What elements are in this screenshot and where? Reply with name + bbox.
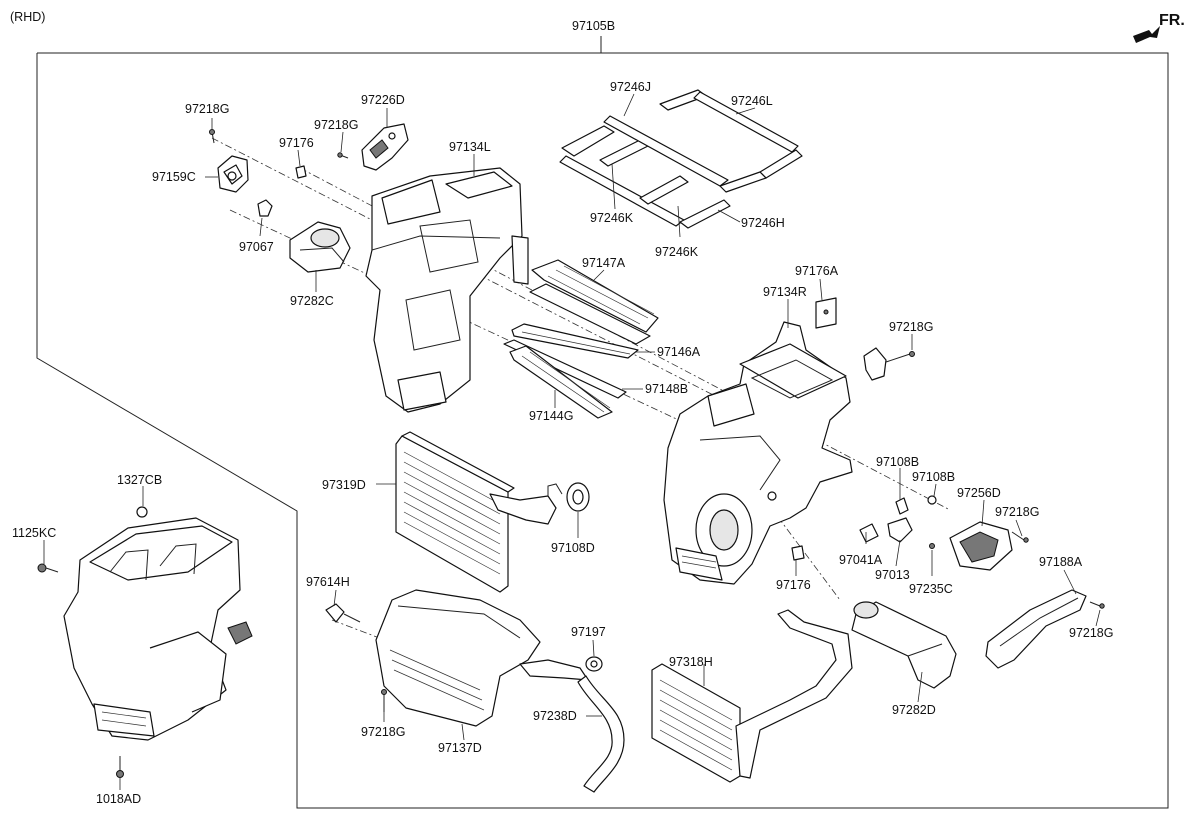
front-arrow-icon [1133, 26, 1160, 43]
assembly-frame [36, 52, 1169, 809]
label-97013: 97013 [875, 568, 910, 582]
label-97197: 97197 [571, 625, 606, 639]
label-97246k-a: 97246K [590, 211, 634, 225]
label-97256d: 97256D [957, 486, 1001, 500]
filter-frame-right [603, 89, 803, 193]
label-97134r: 97134R [763, 285, 807, 299]
tag-97176a [815, 297, 837, 329]
o-ring-97108d [566, 482, 590, 512]
label-97108b-a: 97108B [876, 455, 919, 469]
duct-97188a [985, 589, 1105, 669]
label-97238d: 97238D [533, 709, 577, 723]
label-97218g-b: 97218G [314, 118, 358, 132]
label-97282d: 97282D [892, 703, 936, 717]
label-97146a: 97146A [657, 345, 701, 359]
label-97148b: 97148B [645, 382, 688, 396]
label-97226d: 97226D [361, 93, 405, 107]
evaporator-97319d [395, 431, 563, 593]
variant-label: (RHD) [10, 10, 45, 24]
label-97176-a: 97176 [279, 136, 314, 150]
label-97134l: 97134L [449, 140, 491, 154]
label-97246k-b: 97246K [655, 245, 699, 259]
label-97218g-f: 97218G [361, 725, 405, 739]
actuator-97256d [949, 521, 1029, 571]
label-97246h: 97246H [741, 216, 785, 230]
door-97147a [529, 259, 659, 345]
blower-case-97137d [375, 589, 589, 727]
bolt-1018ad [116, 756, 124, 778]
motor-97282d [851, 601, 957, 689]
label-97159c: 97159C [152, 170, 196, 184]
door-97146a [511, 323, 639, 359]
label-97614h: 97614H [306, 575, 350, 589]
label-1018ad: 1018AD [96, 792, 141, 806]
linkage-97226d [361, 123, 409, 171]
label-97176-b: 97176 [776, 578, 811, 592]
label-97218g-a: 97218G [185, 102, 229, 116]
motor-97282c [289, 221, 351, 273]
bracket-97218g [863, 347, 915, 381]
lever-97041a [859, 517, 935, 549]
label-97067: 97067 [239, 240, 274, 254]
clip-97176 [295, 165, 307, 179]
clip-97176 [791, 545, 805, 561]
label-97319d: 97319D [322, 478, 366, 492]
label-97108d: 97108D [551, 541, 595, 555]
label-97246l: 97246L [731, 94, 773, 108]
leader-lines [43, 93, 1101, 790]
case-right-97134r [663, 321, 853, 585]
nut-97067 [257, 199, 273, 217]
label-97147a: 97147A [582, 256, 626, 270]
label-97144g: 97144G [529, 409, 573, 423]
bolt-1125kc [37, 563, 59, 573]
label-97108b-b: 97108B [912, 470, 955, 484]
label-97176a: 97176A [795, 264, 839, 278]
fitting-97108b [895, 495, 937, 515]
label-97041a: 97041A [839, 553, 883, 567]
label-97218g-d: 97218G [995, 505, 1039, 519]
label-97218g-e: 97218G [1069, 626, 1113, 640]
label-97282c: 97282C [290, 294, 334, 308]
screw-icon [209, 129, 215, 144]
grommet-97197 [585, 656, 603, 672]
label-97318h: 97318H [669, 655, 713, 669]
sensor-97614h [325, 603, 361, 623]
actuator-97159c [217, 155, 249, 193]
door-97144g [509, 345, 613, 419]
screw-icon [381, 689, 387, 712]
drain-hose-97238d [577, 675, 625, 793]
label-97246j: 97246J [610, 80, 651, 94]
front-marker-label: FR. [1159, 12, 1185, 29]
label-1327cb: 1327CB [117, 473, 162, 487]
assembly-number-label: 97105B [572, 19, 615, 33]
case-left-97134l [365, 167, 529, 413]
label-97137d: 97137D [438, 741, 482, 755]
label-97235c: 97235C [909, 582, 953, 596]
heater-core-97318h [651, 609, 853, 783]
nut-1327cb [136, 506, 148, 518]
hvac-assembly-small [63, 517, 253, 741]
screw-icon [337, 152, 349, 159]
label-97188a: 97188A [1039, 555, 1083, 569]
label-97218g-c: 97218G [889, 320, 933, 334]
label-1125kc: 1125KC [12, 526, 56, 540]
